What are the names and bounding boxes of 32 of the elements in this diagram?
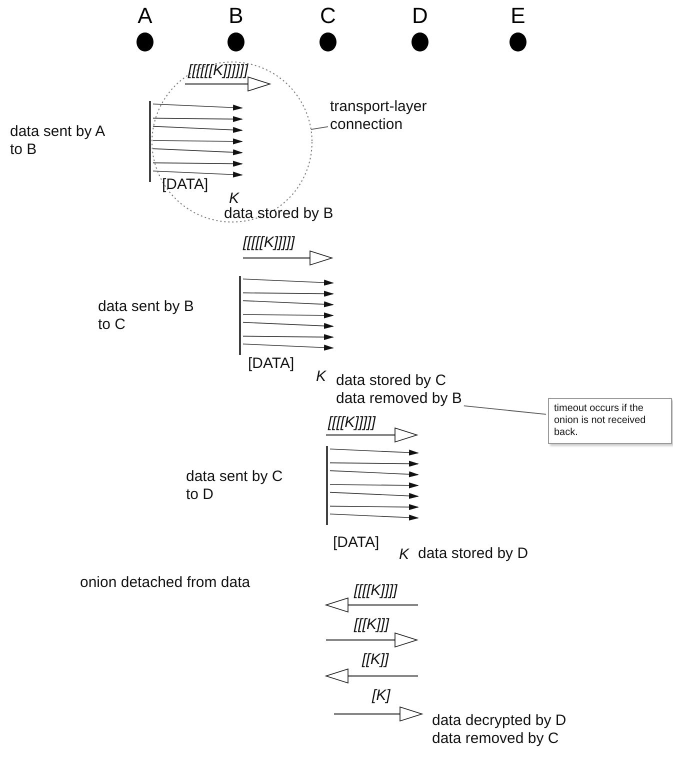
step-note: data decrypted by D xyxy=(432,712,566,730)
step-note: data sent by A to B xyxy=(10,123,106,159)
step-note: data stored by B xyxy=(224,205,334,223)
node-label: B xyxy=(228,4,244,28)
step-note: data sent by C to D xyxy=(186,468,284,504)
onion-label: [[[[K]]]] xyxy=(354,582,398,600)
onion-label: [[[K]]] xyxy=(354,616,390,634)
node-label: A xyxy=(136,4,154,28)
step-note: data sent by B to C xyxy=(98,298,195,334)
data-label: [DATA] xyxy=(333,534,380,552)
data-label: [DATA] xyxy=(248,355,294,373)
onion-label: [[K]] xyxy=(362,651,389,669)
leader-line xyxy=(310,126,328,130)
node-text: transport-layer connection xyxy=(330,98,460,134)
node-text: data removed by B xyxy=(336,390,462,408)
key-label: K xyxy=(399,546,410,564)
onion-label: [[[[[K]]]]] xyxy=(243,234,295,252)
node-label: E xyxy=(510,4,526,28)
node-label: D xyxy=(411,4,429,28)
data-label: [DATA] xyxy=(162,176,208,194)
key-label: K xyxy=(229,190,240,207)
step-note: data stored by C xyxy=(336,372,446,390)
onion-label: [[[[K]]]]] xyxy=(328,414,376,432)
onion-label: [K] xyxy=(372,687,390,705)
step-note: data stored by D xyxy=(418,545,528,563)
callout-box: timeout occurs if the onion is not received back. xyxy=(548,398,672,444)
onion-label: [[[[[[K]]]]]] xyxy=(188,62,248,80)
leader-line xyxy=(463,405,546,415)
key-label: K xyxy=(316,368,326,386)
step-note: data removed by C xyxy=(432,730,559,748)
step-note: onion detached from data xyxy=(80,574,250,592)
node-label: C xyxy=(319,4,337,28)
